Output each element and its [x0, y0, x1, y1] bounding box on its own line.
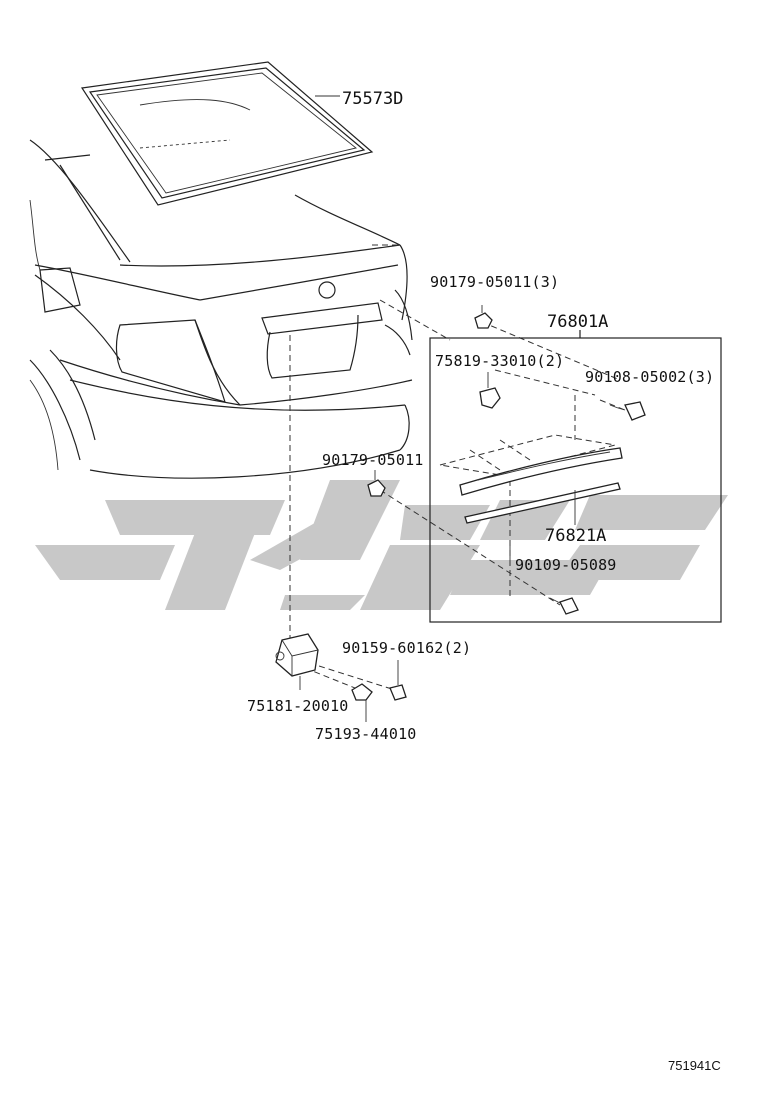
label-75819-33010-2[interactable]: 75819-33010(2): [435, 352, 564, 370]
label-76801A[interactable]: 76801A: [547, 312, 608, 332]
nut-90179-05011-3: [474, 305, 493, 329]
figure-reference: 751941C: [668, 1058, 721, 1073]
label-76821A[interactable]: 76821A: [545, 526, 606, 546]
label-75181-20010[interactable]: 75181-20010: [247, 697, 349, 715]
clip-75819-33010: [479, 372, 501, 409]
rear-window-molding: [80, 61, 374, 206]
label-90179-05011[interactable]: 90179-05011: [322, 451, 424, 469]
screw-90108-05002: [609, 401, 646, 421]
label-leaders: [315, 95, 576, 560]
license-lamp-75181-20010: [275, 633, 319, 690]
screw-90159-60162: [389, 660, 407, 701]
label-90159-60162-2[interactable]: 90159-60162(2): [342, 639, 471, 657]
car-body-rear: [29, 139, 413, 479]
label-90108-05002-3[interactable]: 90108-05002(3): [585, 368, 714, 386]
nut-90179-05011: [367, 470, 386, 497]
leader-lines: [289, 244, 631, 691]
label-75193-44010[interactable]: 75193-44010: [315, 725, 417, 743]
assembly-box: [429, 337, 722, 623]
garnish-seal-strip: [464, 482, 621, 524]
label-75573D[interactable]: 75573D: [342, 89, 403, 109]
garnish-strip: [459, 447, 623, 496]
bulb-75193-44010: [351, 683, 373, 722]
screw-90109-05089: [549, 597, 579, 615]
label-90179-05011-3[interactable]: 90179-05011(3): [430, 273, 559, 291]
watermark-logo: [35, 480, 728, 610]
label-90109-05089[interactable]: 90109-05089: [515, 556, 617, 574]
